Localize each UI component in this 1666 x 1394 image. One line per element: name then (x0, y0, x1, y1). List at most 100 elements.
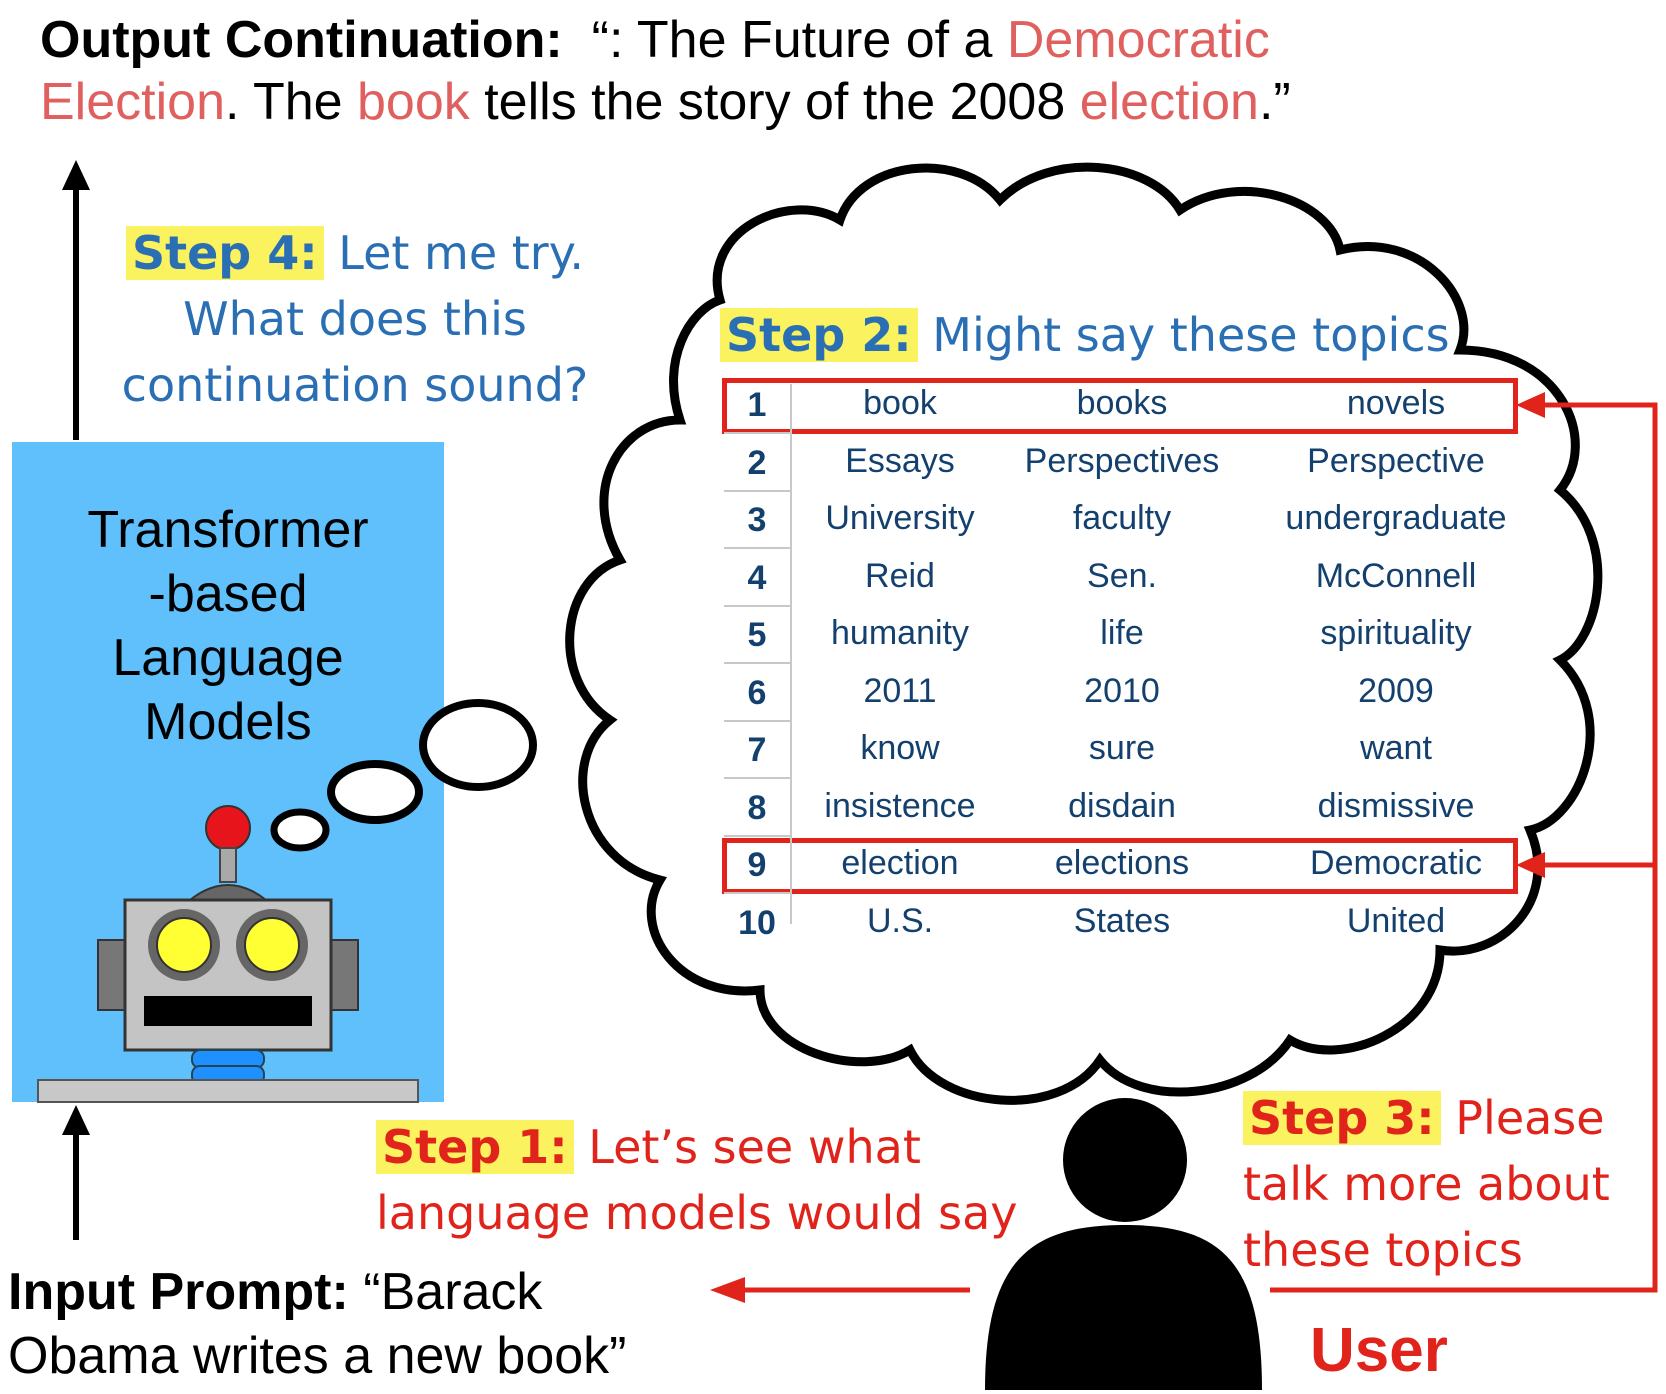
thought-bubble-large (419, 699, 537, 791)
output-seg4: .” (1258, 73, 1291, 131)
row-separator (724, 719, 790, 722)
model-label: Transformer -based Language Models (12, 498, 444, 754)
topic-row-2: 2 Essays Perspectives Perspective (724, 434, 1524, 492)
step3-annotation: Step 3: Please talk more about these top… (1243, 1085, 1610, 1283)
topic-cell: humanity (831, 614, 969, 652)
topic-cell: faculty (1072, 499, 1172, 537)
step3-line1: Please (1440, 1091, 1605, 1145)
arrow-to-row9 (1516, 852, 1545, 878)
step4-annotation: Step 4: Let me try. What does this conti… (95, 220, 615, 418)
input-label: Input Prompt: (8, 1263, 349, 1321)
output-keyword-election-2: election (1079, 73, 1259, 131)
input-text-line2: Obama writes a new book” (8, 1327, 627, 1385)
topic-row-number: 2 (747, 443, 767, 482)
arrow-to-input (710, 1277, 745, 1303)
row-separator (724, 432, 790, 434)
row-separator (724, 892, 790, 894)
topic-cell: 2010 (1084, 671, 1160, 710)
output-seg2: . The (225, 73, 358, 131)
step2-annotation: Step 2: Might say these topics (720, 308, 1450, 362)
step3-line2: talk more about (1243, 1157, 1610, 1211)
table-divider (790, 384, 792, 924)
topic-row-number: 4 (747, 558, 767, 597)
topic-cell: election (841, 844, 959, 882)
highlight-box-row9 (722, 838, 1518, 894)
topic-cell: novels (1346, 384, 1446, 422)
topic-cell: University (825, 499, 975, 537)
output-continuation-line2: Election. The book tells the story of th… (40, 72, 1291, 132)
topic-cell: Perspective (1307, 441, 1485, 480)
feedback-arrows (740, 402, 1658, 1293)
topic-cell: elections (1054, 844, 1190, 882)
row-separator (724, 834, 790, 837)
topic-row-number: 9 (747, 846, 767, 884)
topic-row-4: 4 Reid Sen. McConnell (724, 549, 1524, 607)
robot-icon (37, 805, 419, 1103)
topic-cell: 2009 (1358, 671, 1434, 710)
topic-row-number: 3 (747, 501, 767, 539)
step2-text: Might say these topics (917, 308, 1450, 362)
arrow-up-to-model (62, 1105, 90, 1240)
step4-line1: Let me try. (323, 226, 585, 280)
topic-cell: insistence (824, 786, 976, 825)
model-label-line2: -based (148, 565, 308, 623)
topic-cell: Democratic (1310, 844, 1482, 882)
user-icon (985, 1098, 1262, 1390)
topic-cell: Reid (865, 556, 935, 595)
topic-cell: spirituality (1320, 614, 1472, 652)
input-prompt-line2: Obama writes a new book” (8, 1326, 627, 1386)
step4-line3: continuation sound? (121, 358, 589, 412)
step1-line2: language models would say (376, 1186, 1018, 1240)
row-separator (724, 604, 790, 607)
row-separator (724, 777, 790, 779)
thought-bubble-small (270, 808, 330, 852)
output-keyword-book: book (357, 73, 470, 131)
thought-cloud (565, 162, 1603, 1105)
topic-cell: sure (1088, 729, 1156, 767)
topic-row-9: 9 election elections Democratic (724, 836, 1524, 894)
topic-cell: Essays (845, 441, 955, 480)
output-open-quote: “ (591, 11, 609, 69)
topic-row-number: 6 (747, 673, 767, 712)
thought-bubble-medium (327, 760, 423, 824)
topic-cell: McConnell (1315, 556, 1477, 595)
topic-cell: life (1100, 614, 1144, 652)
step1-annotation: Step 1: Let’s see what language models w… (376, 1114, 1018, 1246)
arrow-up-to-output (62, 160, 90, 440)
step4-tag: Step 4: (125, 226, 324, 280)
row-separator (724, 662, 790, 664)
step3-tag: Step 3: (1243, 1091, 1441, 1145)
topic-cell: Sen. (1087, 556, 1157, 595)
topic-cell: want (1360, 729, 1432, 767)
row-separator (724, 547, 790, 549)
output-keyword-democratic: Democratic (1006, 11, 1270, 69)
step1-tag: Step 1: (376, 1120, 574, 1174)
output-seg3: tells the story of the 2008 (469, 73, 1080, 131)
output-continuation-line1: Output Continuation: “: The Future of a … (40, 10, 1270, 70)
step3-line3: these topics (1243, 1223, 1523, 1277)
topic-cell: States (1073, 901, 1171, 940)
topic-row-7: 7 know sure want (724, 721, 1524, 779)
topic-cell: dismissive (1317, 786, 1475, 825)
input-text-line1: “Barack (348, 1263, 543, 1321)
step4-line2: What does this (183, 292, 527, 346)
model-label-line1: Transformer (87, 501, 369, 559)
model-label-line4: Models (144, 693, 312, 751)
step1-line1: Let’s see what (573, 1120, 921, 1174)
topic-row-number: 10 (738, 903, 776, 942)
topic-cell: know (860, 729, 940, 767)
topic-cell: U.S. (866, 901, 934, 940)
topic-row-number: 7 (747, 731, 767, 769)
output-seg1: : The Future of a (608, 11, 1007, 69)
input-prompt-line1: Input Prompt: “Barack (8, 1262, 542, 1322)
topic-cell: Perspectives (1024, 441, 1220, 480)
topic-row-number: 1 (747, 386, 767, 424)
highlight-box-row1 (722, 378, 1518, 434)
topic-row-number: 8 (747, 788, 767, 827)
